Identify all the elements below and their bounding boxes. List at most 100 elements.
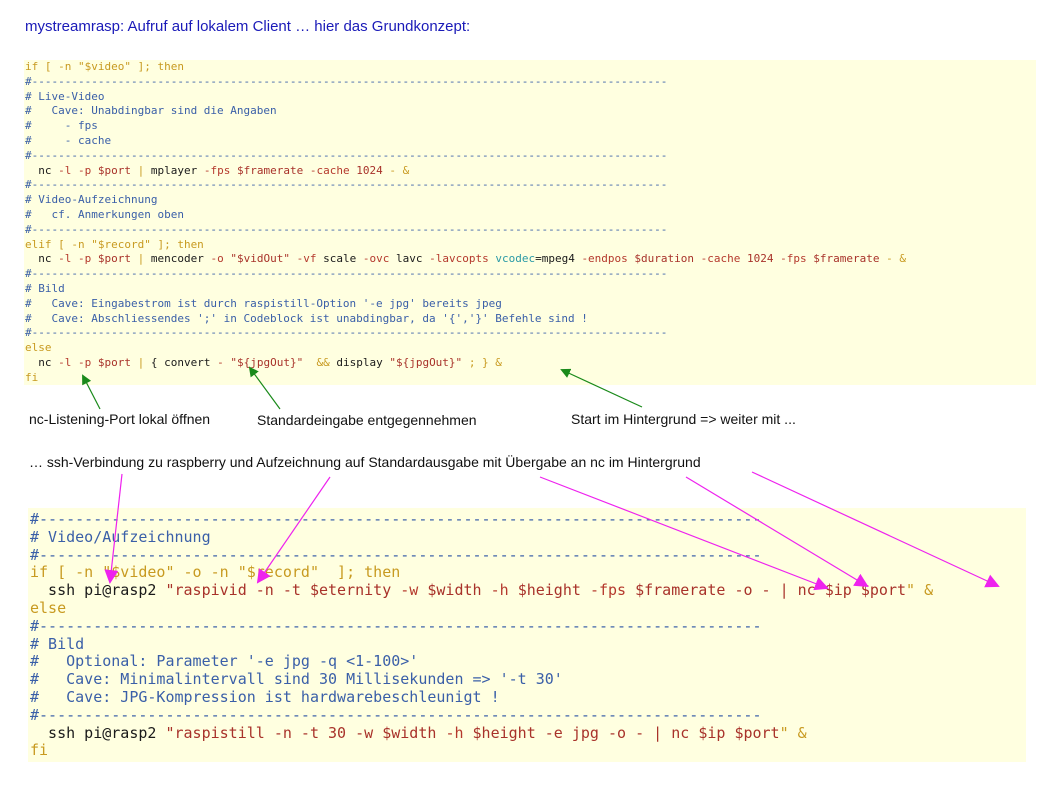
arrow-ssh-stdout: [539, 476, 829, 591]
code-token: scale: [323, 252, 363, 266]
client-line: # Live-Video: [25, 90, 1036, 105]
code-token: -vf: [296, 252, 324, 266]
code-token: -fps: [780, 252, 814, 266]
code-token: - &: [389, 163, 410, 177]
code-block-client: if [ -n "$video" ]; then#---------------…: [24, 60, 1036, 385]
client-line: # - fps: [25, 119, 1036, 134]
code-token: -lavcopts: [429, 252, 496, 266]
code-token: &&: [309, 355, 337, 369]
code-token: - &: [886, 252, 906, 266]
code-token: lavc: [395, 252, 430, 266]
code-token: nc: [25, 355, 59, 369]
code-token: $framerate: [635, 581, 735, 600]
code-token: "${jpgOut}": [389, 355, 469, 369]
code-token: "$vidOut": [230, 252, 297, 266]
code-token: $width: [382, 723, 446, 742]
code-token: -o: [210, 252, 231, 266]
client-line: # - cache: [25, 134, 1036, 149]
code-token: -: [217, 355, 231, 369]
code-token: # Cave: Abschliessendes ';' in Codeblock…: [25, 311, 588, 325]
code-token: #---------------------------------------…: [25, 222, 668, 236]
code-token: # Cave: Eingabestrom ist durch raspistil…: [25, 296, 502, 310]
code-token: -endpos: [581, 252, 635, 266]
code-token: $framerate: [813, 252, 887, 266]
client-line: # Bild: [25, 282, 1036, 297]
code-token: fi: [30, 741, 49, 760]
code-token: ssh pi@rasp2: [30, 581, 166, 600]
code-token: -l -p: [58, 163, 98, 177]
code-token: #---------------------------------------…: [30, 705, 762, 724]
raspberry-line: #---------------------------------------…: [30, 510, 1026, 529]
raspberry-line: ssh pi@rasp2 "raspivid -n -t $eternity -…: [30, 581, 1026, 600]
code-token: $ip: [824, 581, 861, 600]
code-token: #---------------------------------------…: [25, 148, 668, 162]
code-token: $framerate: [236, 163, 310, 177]
code-token: $eternity: [309, 581, 401, 600]
code-token: =mpeg4: [535, 252, 582, 266]
code-token: |: [131, 163, 151, 177]
annotation-background: Start im Hintergrund => weiter mit ...: [571, 411, 796, 427]
code-token: # cf. Anmerkungen oben: [25, 207, 184, 221]
code-token: |: [131, 355, 151, 369]
code-token: -l -p: [58, 252, 98, 266]
page-title: mystreamrasp: Aufruf auf lokalem Client …: [25, 18, 471, 35]
code-token: "raspistill -n -t 30 -w: [165, 723, 383, 742]
raspberry-line: # Bild: [30, 635, 1026, 654]
code-token: mencoder: [150, 252, 211, 266]
code-token: $ip: [698, 723, 735, 742]
client-line: #---------------------------------------…: [25, 149, 1036, 164]
code-token: #---------------------------------------…: [25, 267, 668, 281]
code-token: -e jpg -o - | nc: [544, 723, 699, 742]
raspberry-line: # Cave: Minimalintervall sind 30 Millise…: [30, 670, 1026, 689]
code-token: -w: [400, 581, 428, 600]
raspberry-line: # Cave: JPG-Kompression ist hardwarebesc…: [30, 687, 1026, 707]
code-token: # Cave: JPG-Kompression ist hardwarebesc…: [30, 687, 500, 706]
code-token: else: [30, 598, 67, 617]
code-token: -fps: [589, 581, 636, 600]
code-token: $port: [734, 723, 780, 742]
code-token: # - fps: [25, 119, 98, 133]
code-token: fi: [25, 370, 39, 384]
code-token: -fps: [203, 163, 237, 177]
code-token: # Cave: Unabdingbar sind die Angaben: [25, 104, 277, 118]
client-line: #---------------------------------------…: [25, 326, 1036, 341]
client-line: #---------------------------------------…: [25, 75, 1036, 90]
code-token: #---------------------------------------…: [25, 178, 668, 192]
raspberry-line: #---------------------------------------…: [30, 546, 1026, 565]
client-line: # cf. Anmerkungen oben: [25, 208, 1036, 223]
code-token: $port: [97, 252, 131, 266]
client-line: #---------------------------------------…: [25, 267, 1036, 282]
code-token: #---------------------------------------…: [30, 510, 762, 528]
arrow-background: [560, 368, 643, 408]
client-line: nc -l -p $port | mplayer -fps $framerate…: [25, 164, 1036, 179]
code-token: # Bild: [25, 281, 65, 295]
code-token: mplayer: [150, 163, 204, 177]
arrow-ssh-nc: [685, 476, 869, 588]
client-line: nc -l -p $port | { convert - "${jpgOut}"…: [25, 356, 1036, 371]
client-line: # Cave: Unabdingbar sind die Angaben: [25, 104, 1036, 119]
client-line: elif [ -n "$record" ]; then: [25, 238, 1036, 253]
code-token: { convert: [150, 355, 218, 369]
client-line: if [ -n "$video" ]; then: [25, 60, 1036, 75]
code-token: $width: [427, 581, 491, 600]
arrow-ssh-video: [104, 473, 123, 584]
code-token: elif [ -n "$record" ]; then: [25, 237, 204, 251]
code-token: # Live-Video: [25, 89, 105, 103]
raspberry-line: ssh pi@rasp2 "raspistill -n -t 30 -w $wi…: [30, 723, 1026, 743]
code-token: # Video-Aufzeichnung: [25, 193, 158, 207]
code-token: "${jpgOut}": [230, 355, 310, 369]
code-token: # Optional: Parameter '-e jpg -q <1-100>…: [30, 652, 419, 671]
code-token: 1024: [747, 252, 781, 266]
code-block-raspberry: #---------------------------------------…: [28, 508, 1026, 762]
code-token: else: [25, 341, 52, 355]
client-line: #---------------------------------------…: [25, 223, 1036, 238]
code-token: $duration: [634, 252, 701, 266]
code-token: $port: [97, 163, 131, 177]
client-line: nc -l -p $port | mencoder -o "$vidOut" -…: [25, 252, 1036, 267]
client-line: # Cave: Abschliessendes ';' in Codeblock…: [25, 312, 1036, 327]
annotation-nc-port: nc-Listening-Port lokal öffnen: [29, 411, 211, 427]
code-token: -h: [445, 723, 473, 742]
code-token: ; } &: [468, 355, 502, 369]
arrow-nc-port: [82, 374, 101, 410]
